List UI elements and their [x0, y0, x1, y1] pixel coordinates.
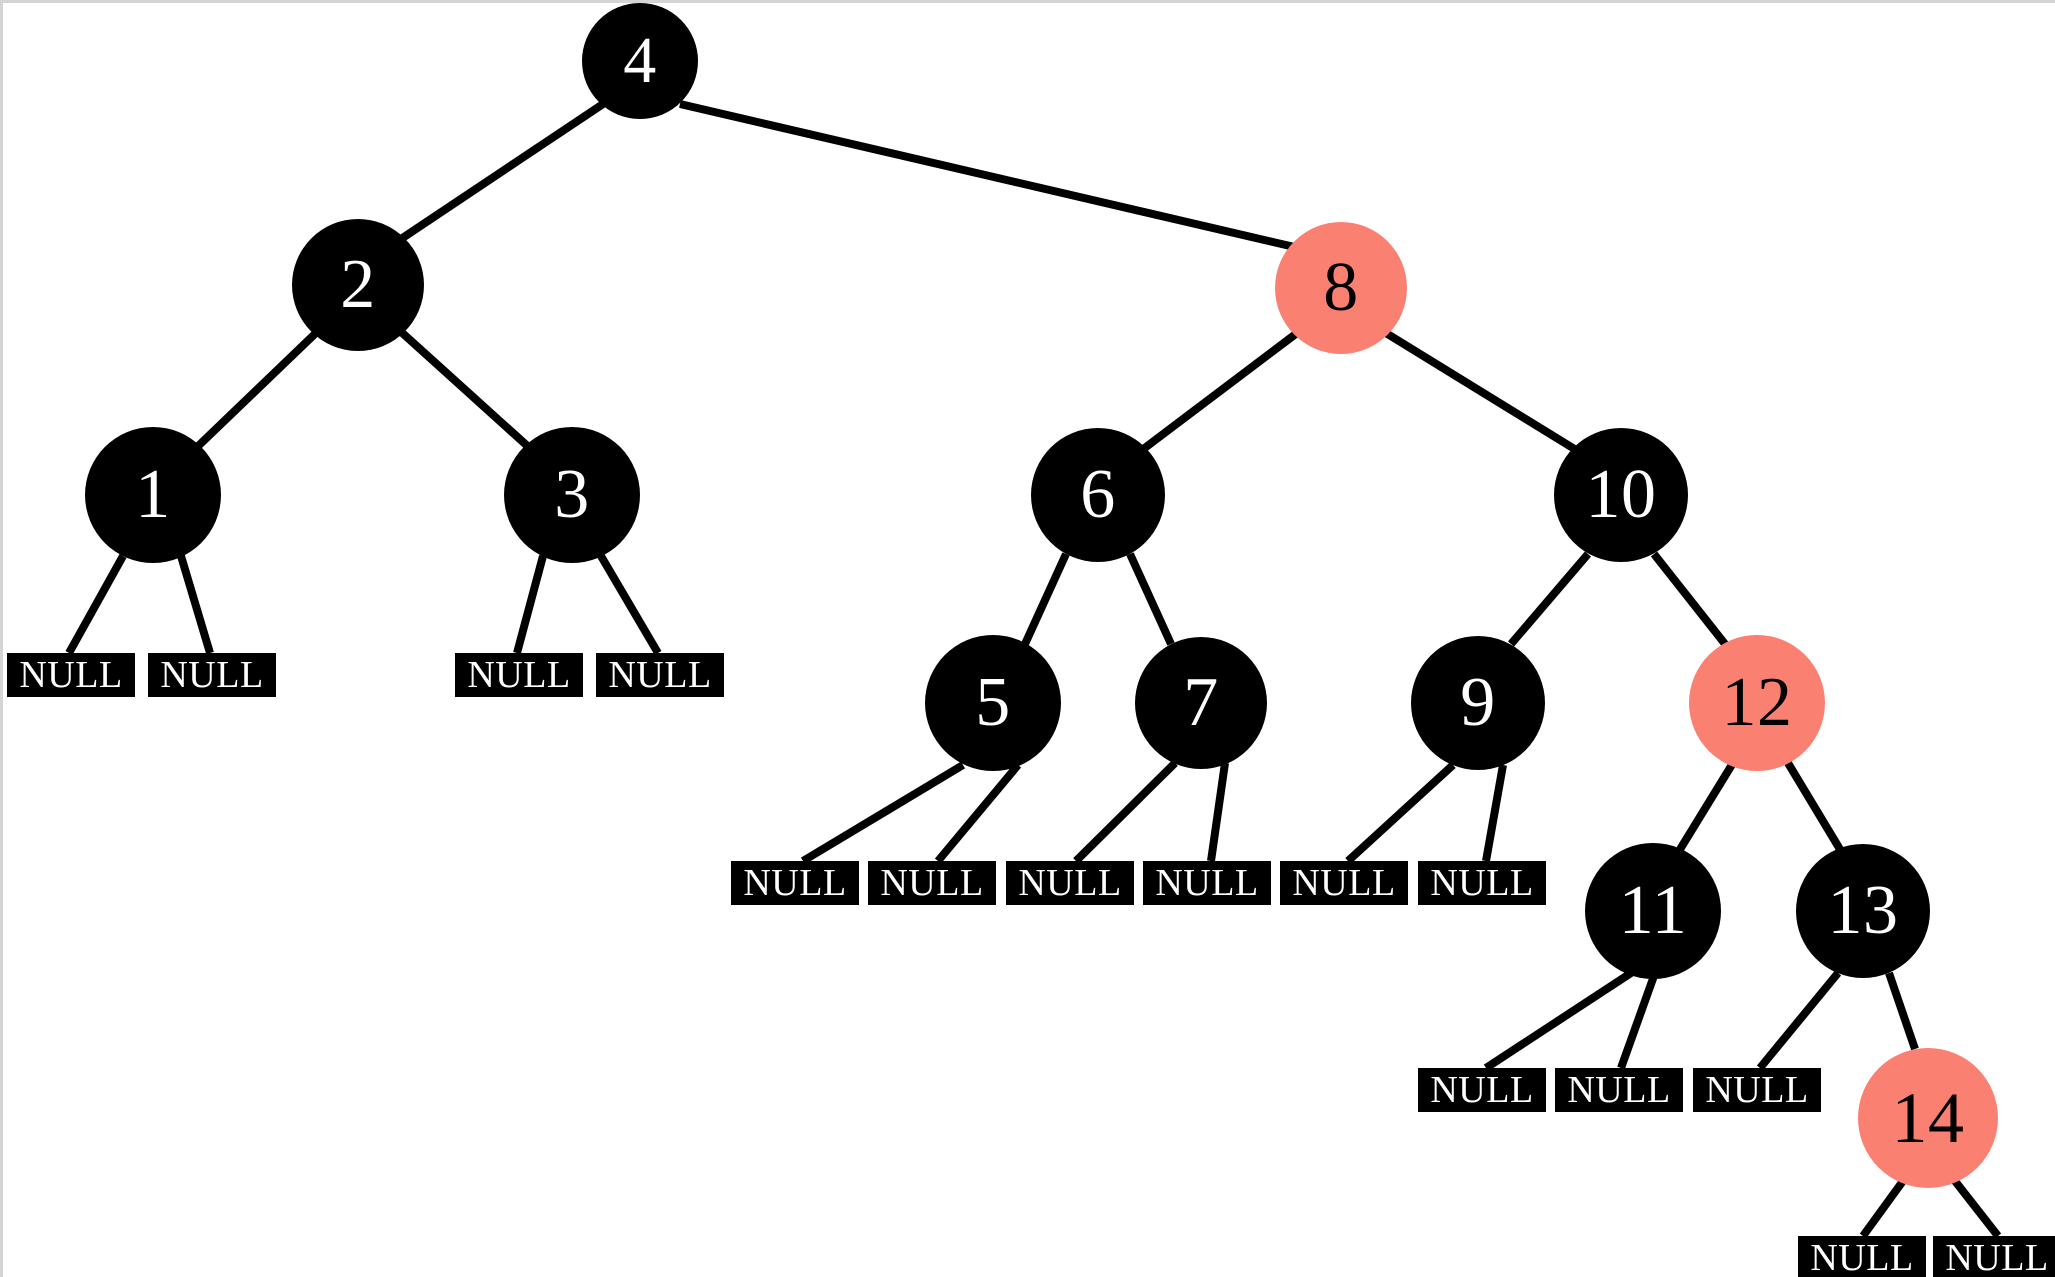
tree-edge-n5-b5R [934, 762, 1022, 864]
tree-edge-n11-b11R [1617, 971, 1659, 1070]
tree-edge-n12-n13 [1784, 760, 1845, 854]
tree-node-10[interactable]: 10 [1554, 428, 1688, 562]
tree-node-5[interactable]: 5 [925, 635, 1061, 771]
tree-edge-n8-n10 [1378, 326, 1584, 457]
tree-edge-n10-n9 [1507, 551, 1592, 647]
tree-edge-n11-b11L [1483, 969, 1634, 1072]
tree-null-leaf-b1R: NULL [148, 653, 276, 697]
tree-edge-n9-b9L [1345, 762, 1456, 864]
tree-null-leaf-b5L: NULL [731, 861, 859, 905]
tree-node-8[interactable]: 8 [1275, 222, 1407, 354]
tree-null-leaf-b3R: NULL [596, 653, 724, 697]
tree-null-leaf-b5R: NULL [868, 861, 996, 905]
tree-edge-n2-n1 [190, 327, 322, 454]
tree-node-14[interactable]: 14 [1858, 1048, 1998, 1188]
tree-node-6[interactable]: 6 [1031, 428, 1165, 562]
tree-edge-n13-n14 [1885, 971, 1919, 1051]
tree-edge-n6-n7 [1126, 552, 1175, 646]
tree-node-13[interactable]: 13 [1796, 844, 1930, 978]
tree-edge-n7-b7R [1207, 762, 1229, 862]
tree-edge-n1-b1L [65, 554, 127, 655]
tree-edge-n8-n6 [1135, 326, 1304, 457]
tree-node-4[interactable]: 4 [582, 3, 698, 119]
tree-null-leaf-b14R: NULL [1933, 1236, 2055, 1277]
tree-edge-n2-n3 [396, 327, 536, 454]
tree-edge-n14-b14L [1859, 1178, 1907, 1239]
tree-node-11[interactable]: 11 [1585, 843, 1721, 979]
tree-edge-n7-b7L [1073, 760, 1178, 864]
tree-null-leaf-b11R: NULL [1555, 1068, 1683, 1112]
tree-edge-n9-b9R [1482, 764, 1507, 862]
tree-node-7[interactable]: 7 [1135, 637, 1267, 769]
tree-node-9[interactable]: 9 [1411, 636, 1545, 770]
tree-edge-n3-b3L [513, 554, 547, 655]
tree-null-leaf-b7L: NULL [1006, 861, 1134, 905]
tree-edge-n4-n8 [679, 100, 1304, 253]
tree-edge-n13-b13L [1756, 970, 1842, 1071]
tree-null-leaf-b13L: NULL [1693, 1068, 1821, 1112]
tree-node-2[interactable]: 2 [292, 219, 424, 351]
tree-edge-n4-n2 [392, 100, 606, 247]
tree-edge-n6-n5 [1021, 552, 1070, 646]
tree-edge-n1-b1R [177, 554, 214, 655]
tree-null-leaf-b7R: NULL [1143, 861, 1271, 905]
tree-node-3[interactable]: 3 [504, 427, 640, 563]
tree-edge-n14-b14R [1951, 1178, 2002, 1239]
tree-null-leaf-b11L: NULL [1418, 1068, 1546, 1112]
tree-edge-n12-n11 [1675, 760, 1737, 854]
tree-null-leaf-b1L: NULL [7, 653, 135, 697]
tree-edge-n10-n12 [1650, 551, 1729, 647]
tree-null-leaf-b3L: NULL [455, 653, 583, 697]
tree-node-1[interactable]: 1 [85, 427, 221, 563]
tree-null-leaf-b9L: NULL [1280, 861, 1408, 905]
tree-null-leaf-b9R: NULL [1418, 861, 1546, 905]
tree-node-12[interactable]: 12 [1689, 635, 1825, 771]
tree-null-leaf-b14L: NULL [1798, 1236, 1926, 1277]
tree-edge-n5-b5L [800, 761, 966, 865]
tree-edge-n3-b3R [597, 553, 662, 656]
